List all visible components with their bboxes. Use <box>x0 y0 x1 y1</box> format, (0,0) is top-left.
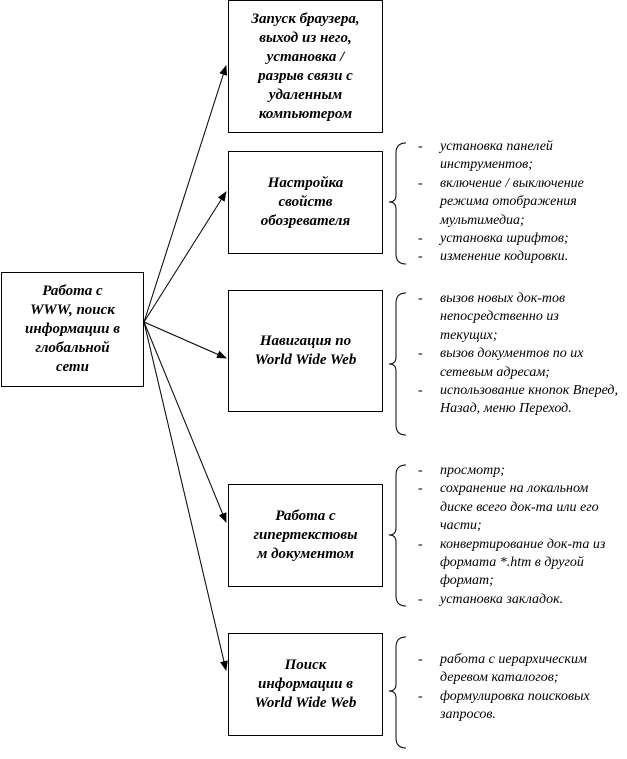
brace-hypertext <box>388 464 407 607</box>
node-line: Настройка <box>267 175 344 191</box>
node-browser-launch: Запуск браузера, выход из него, установк… <box>228 0 383 133</box>
node-line: информации в <box>258 676 353 692</box>
list-item: изменение кодировки. <box>418 248 618 267</box>
settings-details-list: установка панелей инструментов; включени… <box>418 138 618 267</box>
node-line: м документом <box>257 546 354 562</box>
node-line: World Wide Web <box>254 695 357 711</box>
list-item: вызов новых док-тов непосредственно из т… <box>418 290 618 345</box>
node-line: обозревателя <box>260 213 351 229</box>
list-item: использование кнопок Вперед, Назад, меню… <box>418 382 618 419</box>
node-line: гипертекстовы <box>253 527 358 543</box>
list-item: работа с иерархическим деревом каталогов… <box>418 651 623 688</box>
node-line: установка / <box>266 48 345 65</box>
node-line: удаленным <box>268 86 343 103</box>
root-line: WWW, поиск <box>30 302 115 318</box>
arrow-to-settings <box>143 191 227 323</box>
node-navigation: Навигация по World Wide Web <box>228 290 383 412</box>
root-line: Работа с <box>42 283 103 299</box>
brace-search <box>388 636 407 749</box>
brace-settings <box>388 142 407 265</box>
node-line: World Wide Web <box>254 352 357 368</box>
node-line: Работа с <box>275 508 336 524</box>
root-line: информации в <box>25 321 120 337</box>
node-browser-settings: Настройка свойств обозревателя <box>228 151 383 254</box>
list-item: установка панелей инструментов; <box>418 138 618 175</box>
node-information-search: Поиск информации в World Wide Web <box>228 633 383 736</box>
brace-navigation <box>388 292 407 436</box>
arrow-to-launch <box>143 65 228 323</box>
node-line: компьютером <box>258 105 353 122</box>
root-line: глобальной <box>35 340 110 356</box>
list-item: сохранение на локальном диске всего док-… <box>418 480 623 535</box>
node-line: Поиск <box>284 657 327 673</box>
root-line: сети <box>56 359 89 375</box>
arrow-to-navigation <box>143 321 227 359</box>
node-line: разрыв связи с <box>258 67 353 84</box>
hypertext-details-list: просмотр; сохранение на локальном диске … <box>418 462 623 610</box>
list-item: конвертирование док-та из формата *.htm … <box>418 536 623 591</box>
list-item: установка шрифтов; <box>418 230 618 249</box>
search-details-list: работа с иерархическим деревом каталогов… <box>418 651 623 725</box>
list-item: просмотр; <box>418 462 623 481</box>
list-item: установка закладок. <box>418 591 623 610</box>
node-line: Запуск браузера, <box>251 10 360 27</box>
arrow-to-search <box>143 321 228 671</box>
list-item: формулировка поисковых запросов. <box>418 688 623 725</box>
node-line: выход из него, <box>259 29 352 46</box>
list-item: вызов документов по их сетевым адресам; <box>418 345 618 382</box>
node-line: Навигация по <box>259 333 352 349</box>
root-node: Работа с WWW, поиск информации в глобаль… <box>1 272 144 387</box>
node-line: свойств <box>278 194 333 210</box>
node-hypertext-document: Работа с гипертекстовы м документом <box>228 484 383 587</box>
list-item: включение / выключение режима отображени… <box>418 175 618 230</box>
navigation-details-list: вызов новых док-тов непосредственно из т… <box>418 290 618 419</box>
arrow-to-hypertext <box>143 321 227 523</box>
